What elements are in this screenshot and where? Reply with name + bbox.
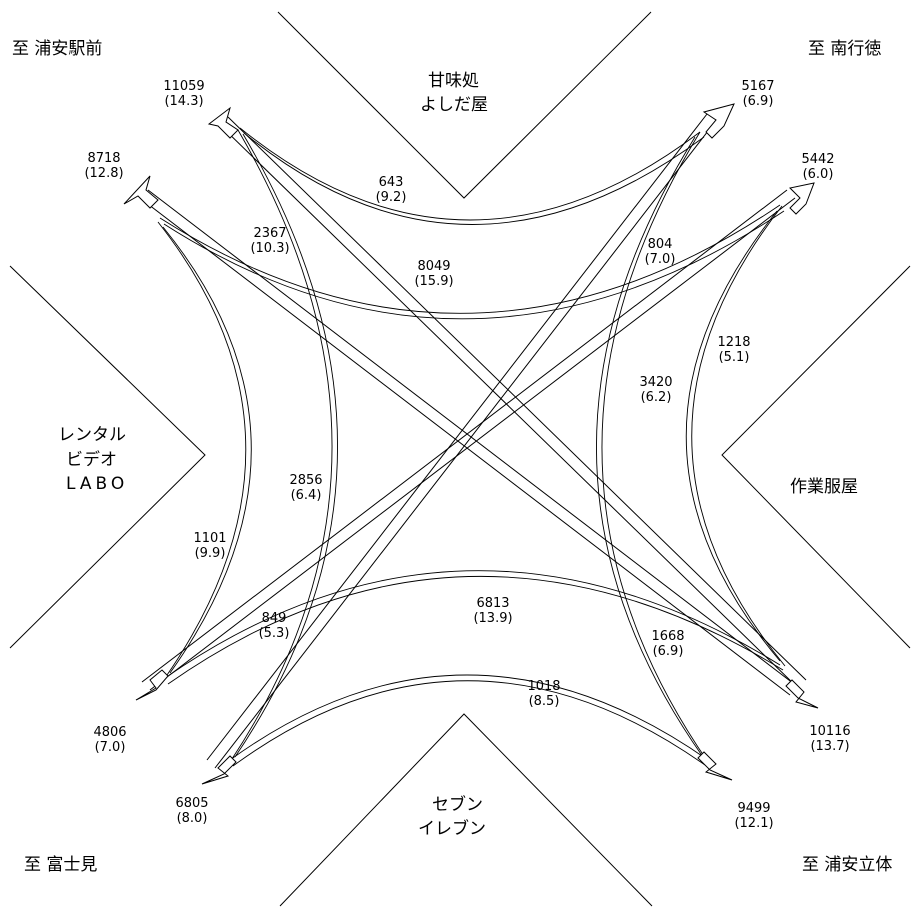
- approach-volume-count: 9499: [737, 801, 770, 816]
- landmark-bottom-line2: イレブン: [418, 818, 486, 839]
- movement-volume-pct: (15.9): [414, 274, 453, 289]
- flow-diagonal-tl-br-inner: [227, 116, 807, 681]
- movement-volume-pct: (7.0): [645, 252, 676, 267]
- landmark-right-line1: 作業服屋: [790, 477, 858, 497]
- flow-lower-curve: [229, 674, 709, 761]
- corner-right: [721, 265, 911, 649]
- flow-top-curve: [239, 127, 701, 221]
- corner-bottom: [279, 713, 653, 907]
- flow-diagonal-tl-br: [219, 124, 799, 689]
- flow-left-curve-inner: [162, 226, 252, 674]
- corner-left: [9, 265, 206, 649]
- destination-top-left: 至 浦安駅前: [12, 39, 102, 59]
- arrowheads: [123, 103, 819, 785]
- movement-volume-count: 643: [379, 175, 404, 190]
- flow-diagonal-tr2-bl-inner: [141, 189, 788, 683]
- destination-bottom-right: 至 浦安立体: [802, 855, 892, 875]
- corner-top: [277, 11, 652, 199]
- approach-volume-count: 5167: [741, 79, 774, 94]
- flow-bottom-curve: [164, 570, 781, 679]
- approach-volume-count: 10116: [809, 724, 850, 739]
- flow-diagonal-tr-bl-inner: [206, 113, 708, 761]
- flow-diagonal-tl2-br-inner: [147, 189, 799, 688]
- destination-bottom-left: 至 富士見: [24, 855, 97, 875]
- flow-right-curve: [691, 205, 786, 667]
- movement-volume-pct: (9.2): [376, 190, 407, 205]
- movement-volume-count: 2367: [253, 226, 286, 241]
- flow-upper-curve: [159, 204, 781, 314]
- flow-lower-curve-inner: [232, 680, 706, 767]
- movement-volume-count: 849: [262, 611, 287, 626]
- arrowhead-bottom-left: [201, 755, 237, 785]
- movement-volume-count: 8049: [417, 259, 450, 274]
- movement-volume-count: 804: [648, 237, 673, 252]
- arrowhead-lower-left: [135, 669, 169, 701]
- approach-volume-count: 6805: [175, 796, 208, 811]
- approach-volume-pct: (13.7): [810, 739, 849, 754]
- movement-volume-count: 1668: [651, 629, 684, 644]
- approach-volume-count: 5442: [801, 152, 834, 167]
- arrowhead-lower-right: [785, 679, 819, 709]
- movement-volume-count: 2856: [289, 473, 322, 488]
- landmark-top-line2: よしだ屋: [420, 95, 488, 115]
- arrowhead-upper-left: [123, 175, 159, 209]
- movement-volume-count: 3420: [639, 375, 672, 390]
- movement-volume-pct: (6.9): [653, 644, 684, 659]
- movement-volume-pct: (9.9): [195, 546, 226, 561]
- movement-volume-pct: (8.5): [529, 694, 560, 709]
- approach-volume-labels: 11059 (14.3) 8718 (12.8) 5167 (6.9) 5442…: [84, 79, 850, 831]
- flow-leftmid-curve-inner: [234, 133, 338, 758]
- movement-volume-pct: (10.3): [250, 241, 289, 256]
- flow-diagonal-tl2-br: [139, 197, 791, 696]
- movement-volume-labels: 643 (9.2) 2367 (10.3) 8049 (15.9) 804 (7…: [193, 175, 750, 709]
- landmark-left-line1: レンタル: [58, 425, 126, 445]
- flow-rightmid-curve-inner: [596, 136, 704, 758]
- movement-volume-pct: (6.2): [641, 390, 672, 405]
- turning-flows: [157, 127, 786, 767]
- movement-volume-pct: (5.1): [719, 350, 750, 365]
- approach-volume-pct: (6.0): [803, 167, 834, 182]
- movement-volume-pct: (5.3): [259, 626, 290, 641]
- approach-volume-pct: (6.9): [743, 94, 774, 109]
- movement-volume-pct: (6.4): [291, 488, 322, 503]
- flow-upper-curve-inner: [163, 210, 785, 320]
- destination-labels: 至 浦安駅前 至 南行徳 至 富士見 至 浦安立体: [12, 39, 892, 875]
- approach-volume-count: 8718: [87, 151, 120, 166]
- arrowhead-upper-right: [788, 182, 815, 215]
- movement-volume-count: 1218: [717, 335, 750, 350]
- arrowhead-bottom-right: [697, 751, 733, 781]
- arrowhead-top-left: [207, 106, 239, 139]
- flow-bottom-curve-inner: [167, 575, 784, 685]
- approach-volume-count: 4806: [93, 725, 126, 740]
- approach-volume-pct: (14.3): [164, 94, 203, 109]
- approach-volume-pct: (12.8): [84, 166, 123, 181]
- flow-right-curve-inner: [685, 210, 781, 662]
- through-flows: [139, 113, 807, 769]
- movement-volume-pct: (13.9): [473, 611, 512, 626]
- landmark-left-line2: ビデオ: [66, 449, 117, 470]
- flow-leftmid-curve: [229, 129, 333, 763]
- flow-top-curve-inner: [243, 132, 705, 225]
- landmark-labels: 甘味処 よしだ屋 レンタル ビデオ LABO 作業服屋 セブン イレブン: [58, 71, 858, 839]
- flow-left-curve: [157, 221, 247, 679]
- flow-diagonal-tr-bl: [214, 121, 716, 769]
- approach-volume-pct: (12.1): [734, 816, 773, 831]
- road-corners: [9, 11, 911, 907]
- approach-volume-pct: (8.0): [177, 811, 208, 826]
- movement-volume-count: 6813: [476, 596, 509, 611]
- landmark-bottom-line1: セブン: [432, 794, 483, 815]
- approach-volume-count: 11059: [163, 79, 204, 94]
- landmark-top-line1: 甘味処: [428, 71, 479, 91]
- arrowhead-top-right: [702, 103, 735, 139]
- destination-top-right: 至 南行徳: [808, 39, 881, 59]
- movement-volume-count: 1018: [527, 679, 560, 694]
- flow-rightmid-curve: [601, 131, 709, 763]
- flow-diagonal-tr2-bl: [149, 197, 796, 691]
- approach-volume-pct: (7.0): [95, 740, 126, 755]
- landmark-left-line3: LABO: [66, 474, 128, 494]
- movement-volume-count: 1101: [193, 531, 226, 546]
